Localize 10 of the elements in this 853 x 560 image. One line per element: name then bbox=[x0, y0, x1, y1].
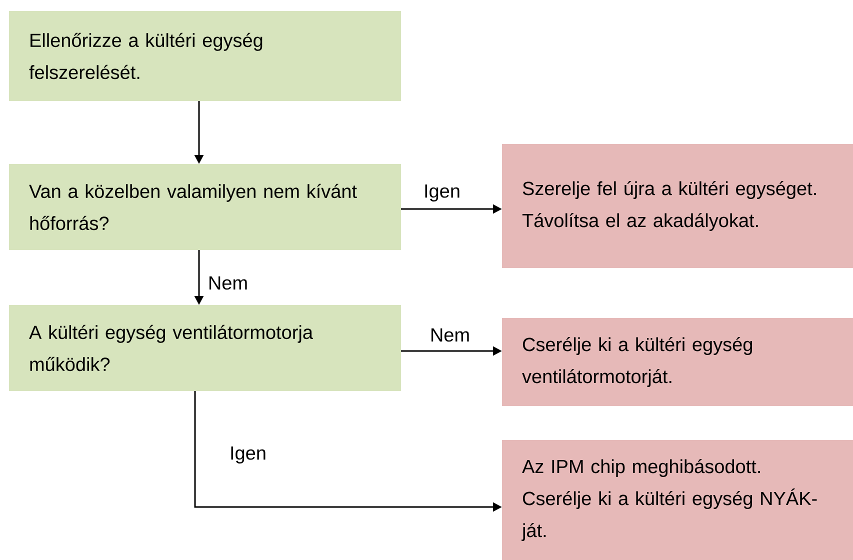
edge-label: Igen bbox=[422, 184, 462, 202]
action-box: Az IPM chip meghibásodott. Cserélje ki a kültéri egység NYÁK-ját. bbox=[502, 440, 853, 560]
edge-label: Nem bbox=[428, 327, 472, 343]
action-box: Szerelje fel újra a kültéri egységet. Távolítsa el az akadályokat. bbox=[502, 144, 853, 268]
step-box: Ellenőrizze a kültéri egység felszerelését. bbox=[9, 11, 401, 101]
edge-label: Igen bbox=[228, 446, 268, 465]
question-box: Van a közelben valamilyen nem kívánt hőforrás? bbox=[9, 164, 401, 250]
edge-label: Nem bbox=[206, 275, 250, 291]
question-box: A kültéri egység ventilátormotorja működik? bbox=[9, 305, 401, 391]
action-box: Cserélje ki a kültéri egység ventilátormotorját. bbox=[502, 318, 853, 406]
